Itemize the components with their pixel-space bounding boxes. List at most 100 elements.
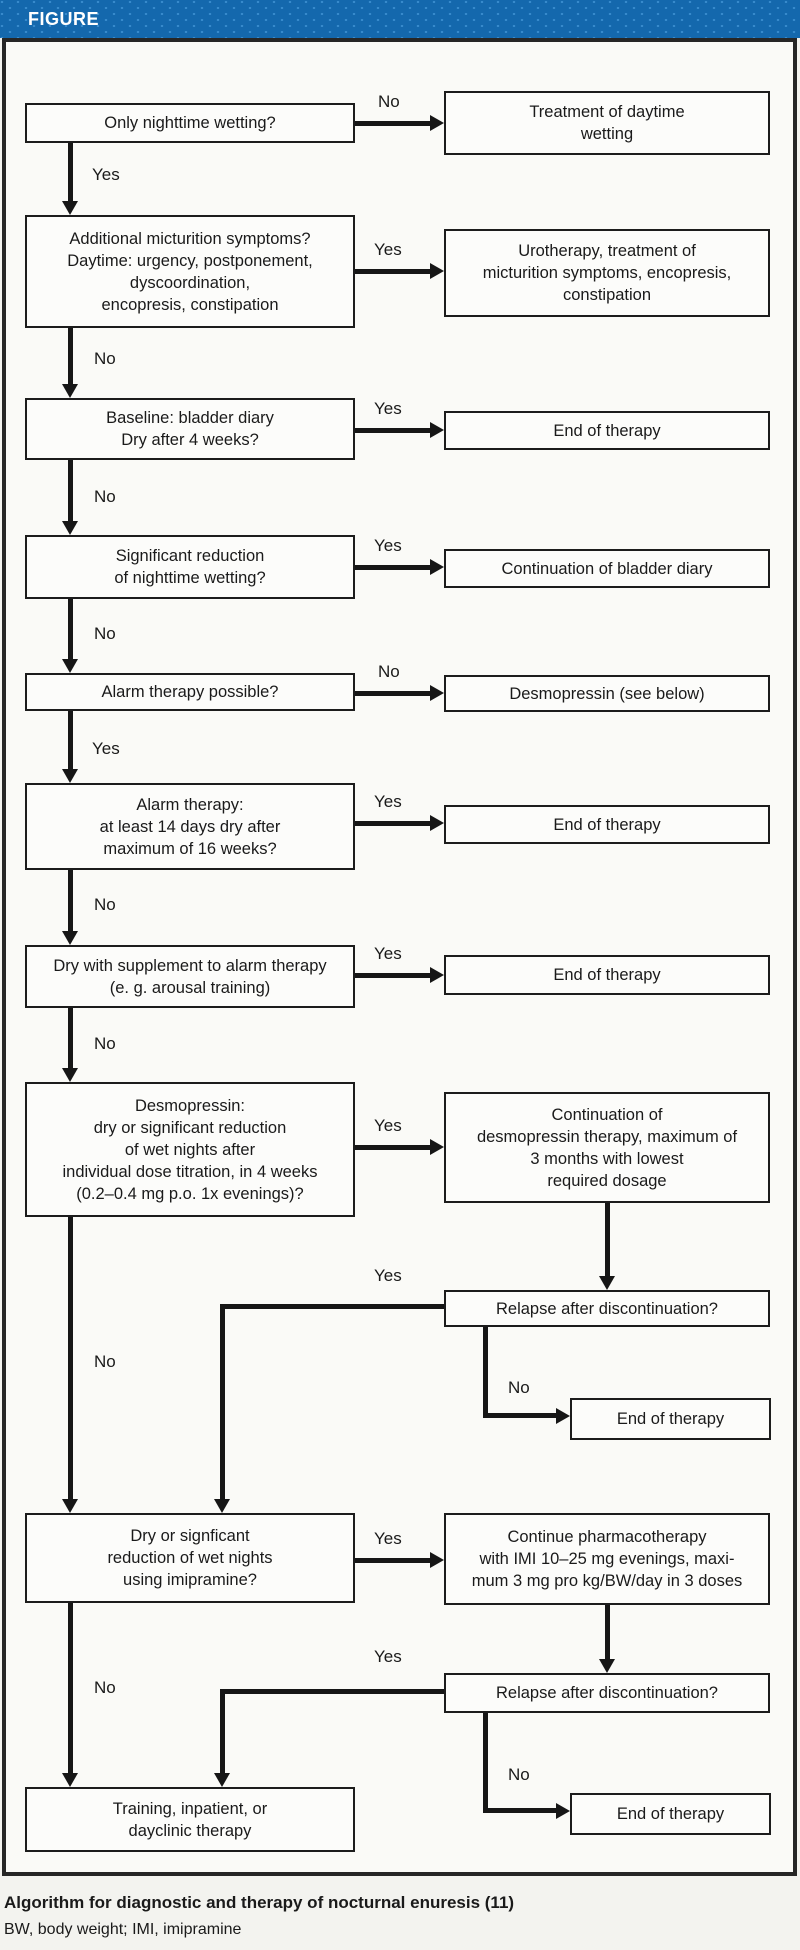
- arrowhead-down-q2-q3: [62, 384, 78, 398]
- arrow-right-q4-r4: [355, 565, 430, 570]
- arrowhead-down-q7-q8: [62, 1068, 78, 1082]
- decision-box-additional-micturition-symptoms: Additional micturition symptoms? Daytime…: [25, 215, 355, 328]
- label-no-spine-8: No: [94, 1352, 116, 1371]
- arrow-elbow-relapse2-no-vertical: [483, 1713, 488, 1813]
- outcome-box-desmopressin-see-below: Desmopressin (see below): [444, 675, 770, 712]
- label-yes-q8: Yes: [374, 1116, 402, 1135]
- decision-box-dry-with-supplement: Dry with supplement to alarm therapy (e.…: [25, 945, 355, 1008]
- arrow-right-q8-r8: [355, 1145, 430, 1150]
- arrow-down-q7-q8: [68, 1008, 73, 1068]
- label-yes-spine-1: Yes: [92, 165, 120, 184]
- arrow-down-q3-q4: [68, 460, 73, 521]
- arrowhead-down-q9-q10: [62, 1773, 78, 1787]
- arrowhead-right-q2-r2: [430, 263, 444, 279]
- arrow-elbow-relapse2-yes-horizontal: [220, 1689, 444, 1694]
- arrow-down-q8-q9: [68, 1217, 73, 1499]
- label-no-spine-4: No: [94, 624, 116, 643]
- label-no-relapse2: No: [508, 1765, 530, 1784]
- label-yes-q7: Yes: [374, 944, 402, 963]
- outcome-box-treatment-daytime-wetting: Treatment of daytime wetting: [444, 91, 770, 155]
- label-yes-q4: Yes: [374, 536, 402, 555]
- outcome-box-urotherapy: Urotherapy, treatment of micturition sym…: [444, 229, 770, 317]
- arrow-right-q3-r3: [355, 428, 430, 433]
- label-no-spine-2: No: [94, 349, 116, 368]
- arrowhead-right-relapse1-end1: [556, 1408, 570, 1424]
- arrow-down-r9-relapse2: [605, 1605, 610, 1659]
- arrowhead-right-q3-r3: [430, 422, 444, 438]
- arrow-elbow-relapse1-no-vertical: [483, 1327, 488, 1418]
- outcome-box-end-of-therapy-2: End of therapy: [444, 805, 770, 844]
- figure-caption-abbreviations: BW, body weight; IMI, imipramine: [4, 1921, 242, 1938]
- arrowhead-right-q5-r5: [430, 685, 444, 701]
- label-yes-q3: Yes: [374, 399, 402, 418]
- arrow-right-q5-r5: [355, 691, 430, 696]
- figure-caption-title: Algorithm for diagnostic and therapy of …: [4, 1893, 515, 1912]
- label-yes-q9: Yes: [374, 1529, 402, 1548]
- arrowhead-down-relapse2-q10: [214, 1773, 230, 1787]
- arrowhead-right-q9-r9: [430, 1552, 444, 1568]
- arrowhead-down-q8-q9: [62, 1499, 78, 1513]
- arrowhead-down-r8-relapse1: [599, 1276, 615, 1290]
- arrowhead-down-q4-q5: [62, 659, 78, 673]
- arrowhead-down-q3-q4: [62, 521, 78, 535]
- arrow-down-q9-q10: [68, 1603, 73, 1773]
- decision-box-relapse-after-discontinuation-2: Relapse after discontinuation?: [444, 1673, 770, 1713]
- arrow-down-q6-q7: [68, 870, 73, 931]
- label-no-q1: No: [378, 92, 400, 111]
- arrowhead-down-relapse1-q9: [214, 1499, 230, 1513]
- outcome-box-end-of-therapy-3: End of therapy: [444, 955, 770, 995]
- figure-header-title: FIGURE: [28, 8, 100, 29]
- decision-box-imipramine: Dry or signficant reduction of wet night…: [25, 1513, 355, 1603]
- arrow-down-r8-relapse1: [605, 1203, 610, 1276]
- arrow-right-q6-r6: [355, 821, 430, 826]
- outcome-box-continuation-desmopressin: Continuation of desmopressin therapy, ma…: [444, 1092, 770, 1203]
- outcome-box-continuation-bladder-diary: Continuation of bladder diary: [444, 549, 770, 588]
- decision-box-relapse-after-discontinuation-1: Relapse after discontinuation?: [444, 1290, 770, 1327]
- arrowhead-down-q1-q2: [62, 201, 78, 215]
- figure-header-bar: FIGURE: [0, 0, 800, 38]
- decision-box-only-nighttime-wetting: Only nighttime wetting?: [25, 103, 355, 143]
- arrowhead-down-q6-q7: [62, 931, 78, 945]
- outcome-box-end-of-therapy-5: End of therapy: [570, 1793, 771, 1835]
- arrow-elbow-relapse2-yes-vertical: [220, 1689, 225, 1773]
- label-yes-spine-5: Yes: [92, 739, 120, 758]
- label-yes-relapse2: Yes: [374, 1647, 402, 1666]
- arrowhead-right-relapse2-end2: [556, 1803, 570, 1819]
- arrow-elbow-relapse1-yes-vertical: [220, 1304, 225, 1499]
- arrowhead-down-q5-q6: [62, 769, 78, 783]
- arrow-right-q1-r1: [355, 121, 430, 126]
- arrow-elbow-relapse2-no-horizontal: [483, 1808, 556, 1813]
- decision-box-significant-reduction: Significant reduction of nighttime wetti…: [25, 535, 355, 599]
- arrowhead-right-q6-r6: [430, 815, 444, 831]
- arrowhead-right-q7-r7: [430, 967, 444, 983]
- arrow-down-q2-q3: [68, 328, 73, 384]
- label-yes-q2: Yes: [374, 240, 402, 259]
- label-no-relapse1: No: [508, 1378, 530, 1397]
- arrow-elbow-relapse1-yes-horizontal: [220, 1304, 444, 1309]
- arrow-elbow-relapse1-no-horizontal: [483, 1413, 556, 1418]
- decision-box-desmopressin-titration: Desmopressin: dry or significant reducti…: [25, 1082, 355, 1217]
- arrowhead-down-r9-relapse2: [599, 1659, 615, 1673]
- label-no-q5: No: [378, 662, 400, 681]
- label-no-spine-6: No: [94, 895, 116, 914]
- arrowhead-right-q8-r8: [430, 1139, 444, 1155]
- outcome-box-end-of-therapy-4: End of therapy: [570, 1398, 771, 1440]
- arrow-down-q5-q6: [68, 711, 73, 769]
- label-no-spine-9: No: [94, 1678, 116, 1697]
- label-no-spine-7: No: [94, 1034, 116, 1053]
- outcome-box-training-inpatient: Training, inpatient, or dayclinic therap…: [25, 1787, 355, 1852]
- outcome-box-continue-pharmacotherapy: Continue pharmacotherapy with IMI 10–25 …: [444, 1513, 770, 1605]
- arrow-right-q9-r9: [355, 1558, 430, 1563]
- arrow-down-q1-q2: [68, 143, 73, 201]
- decision-box-alarm-therapy-possible: Alarm therapy possible?: [25, 673, 355, 711]
- arrow-right-q7-r7: [355, 973, 430, 978]
- label-yes-relapse1: Yes: [374, 1266, 402, 1285]
- arrowhead-right-q4-r4: [430, 559, 444, 575]
- arrow-down-q4-q5: [68, 599, 73, 659]
- arrow-right-q2-r2: [355, 269, 430, 274]
- label-yes-q6: Yes: [374, 792, 402, 811]
- label-no-spine-3: No: [94, 487, 116, 506]
- decision-box-alarm-therapy-14-days: Alarm therapy: at least 14 days dry afte…: [25, 783, 355, 870]
- decision-box-baseline-bladder-diary: Baseline: bladder diary Dry after 4 week…: [25, 398, 355, 460]
